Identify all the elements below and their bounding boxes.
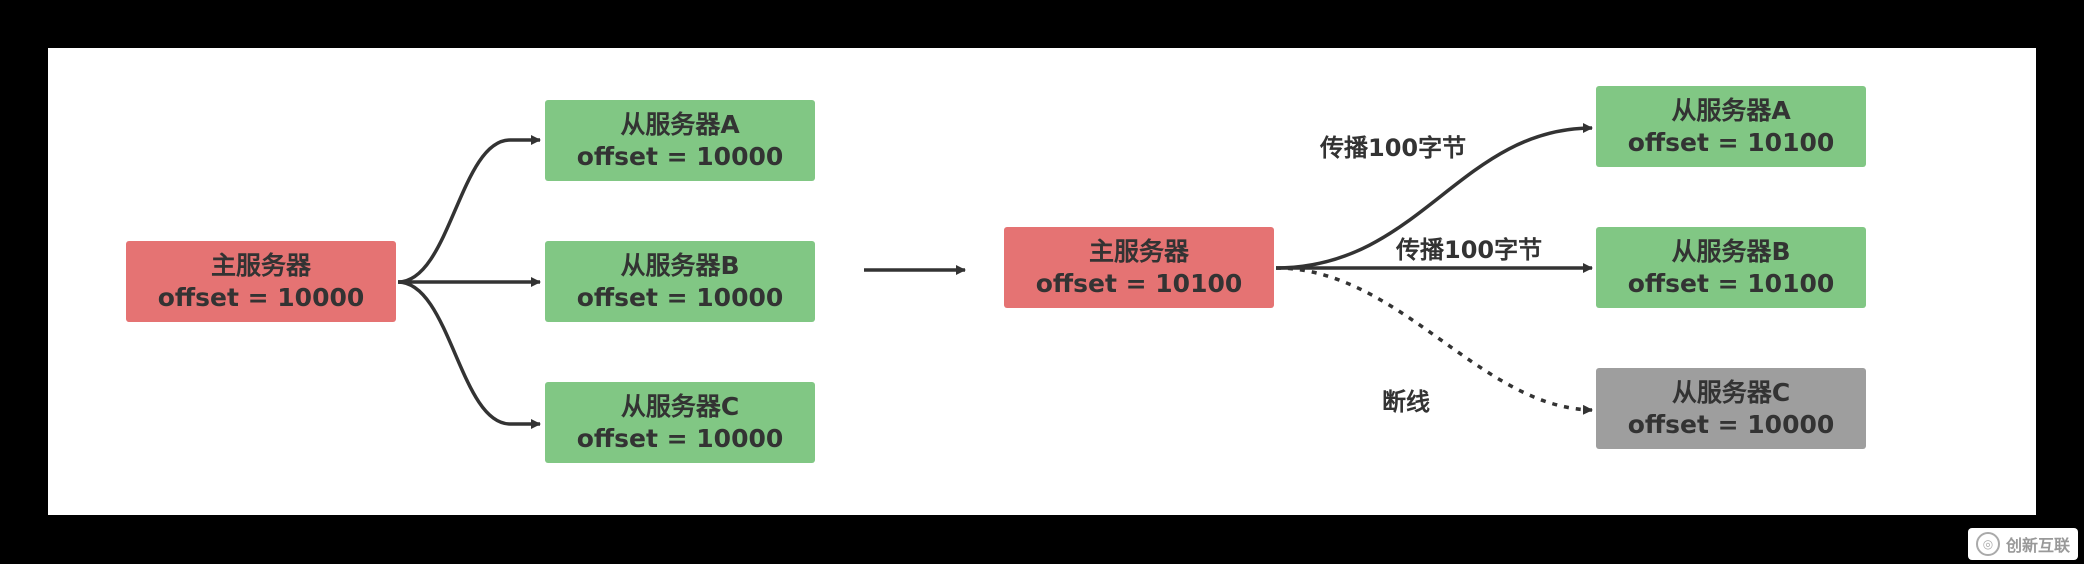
edge-label-to-replica-b: 传播100字节 xyxy=(1396,236,1543,264)
replica-b-offset: offset = 10000 xyxy=(576,282,784,312)
replica-a-node-after: 从服务器A offset = 10100 xyxy=(1596,86,1866,167)
replica-b-node-before: 从服务器B offset = 10000 xyxy=(545,241,815,322)
master-node-after: 主服务器 offset = 10100 xyxy=(1004,227,1274,308)
replica-a-node-before: 从服务器A offset = 10000 xyxy=(545,100,815,181)
edge-label-to-replica-a: 传播100字节 xyxy=(1320,134,1467,162)
replica-c-title: 从服务器C xyxy=(1671,377,1791,407)
replica-c-offset: offset = 10000 xyxy=(1627,409,1835,439)
replica-a-offset: offset = 10100 xyxy=(1627,127,1835,157)
replica-b-title: 从服务器B xyxy=(620,250,740,280)
replica-b-node-after: 从服务器B offset = 10100 xyxy=(1596,227,1866,308)
replica-b-offset: offset = 10100 xyxy=(1627,268,1835,298)
replica-a-offset: offset = 10000 xyxy=(576,141,784,171)
master-node-before: 主服务器 offset = 10000 xyxy=(126,241,396,322)
replica-c-title: 从服务器C xyxy=(620,391,740,421)
edge-master-to-replica-a-after xyxy=(1275,123,1593,270)
watermark: ◎ 创新互联 xyxy=(1967,528,2078,560)
master-title: 主服务器 xyxy=(1088,236,1189,266)
edge-label-to-replica-c: 断线 xyxy=(1382,388,1430,416)
replica-c-node-before: 从服务器C offset = 10000 xyxy=(545,382,815,463)
brand-logo-icon: ◎ xyxy=(1975,532,2000,556)
master-offset: offset = 10100 xyxy=(1035,268,1243,298)
watermark-text: 创新互联 xyxy=(2005,536,2070,555)
master-offset: offset = 10000 xyxy=(157,282,365,312)
replica-a-title: 从服务器A xyxy=(1671,95,1791,125)
replica-a-title: 从服务器A xyxy=(620,109,740,139)
replica-b-title: 从服务器B xyxy=(1671,236,1791,266)
edge-master-to-replica-a-before xyxy=(397,135,541,284)
replica-c-offset: offset = 10000 xyxy=(576,423,784,453)
edge-master-to-replica-c-after-disconnected xyxy=(1275,266,1593,415)
replica-c-node-after: 从服务器C offset = 10000 xyxy=(1596,368,1866,449)
master-title: 主服务器 xyxy=(210,250,311,280)
edge-master-to-replica-c-before xyxy=(397,280,541,429)
